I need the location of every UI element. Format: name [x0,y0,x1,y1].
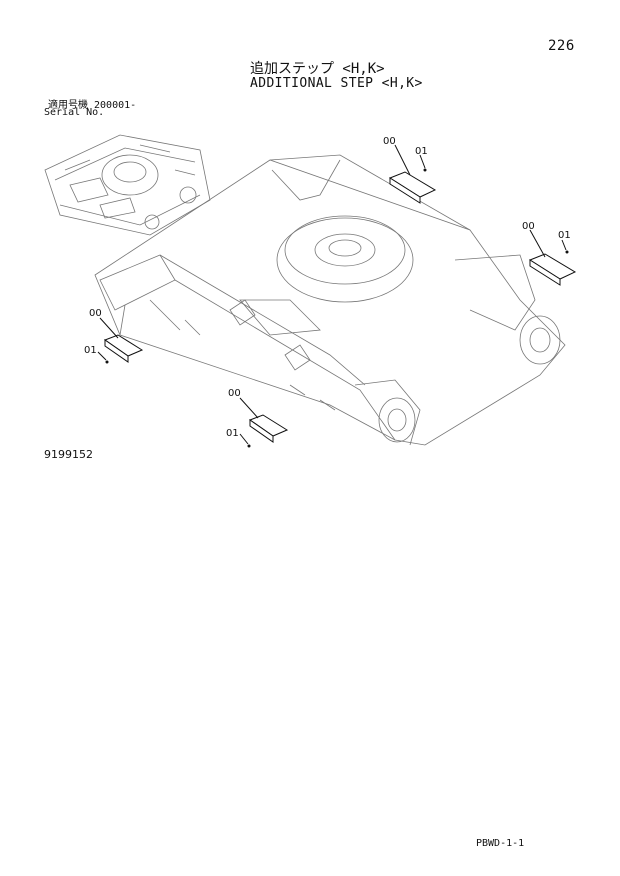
callout-left-01: 01 [84,345,97,356]
drawing-number: 9199152 [44,448,93,461]
serial-label-english: Serial No. [44,107,105,118]
callout-right-00: 00 [522,221,535,232]
page-number: 226 [548,38,575,54]
callout-bottom-00: 00 [228,388,241,399]
callout-bottom-01: 01 [226,428,239,439]
title-english: ADDITIONAL STEP <H,K> [250,76,423,91]
step-part-top [388,144,437,204]
step-part-left [97,317,144,364]
footer-code: PBWD-1-1 [476,838,525,849]
callout-top-01: 01 [415,146,428,157]
serial-label-japanese: 適用号機 200001- [48,100,137,111]
title-japanese: 追加ステップ <H,K> [250,61,385,77]
reference-view [44,134,211,236]
callout-top-00: 00 [383,136,396,147]
step-part-right [528,229,577,286]
callout-right-01: 01 [558,230,571,241]
frame-view [94,154,566,446]
step-part-bottom [239,397,289,448]
callout-left-00: 00 [89,308,102,319]
